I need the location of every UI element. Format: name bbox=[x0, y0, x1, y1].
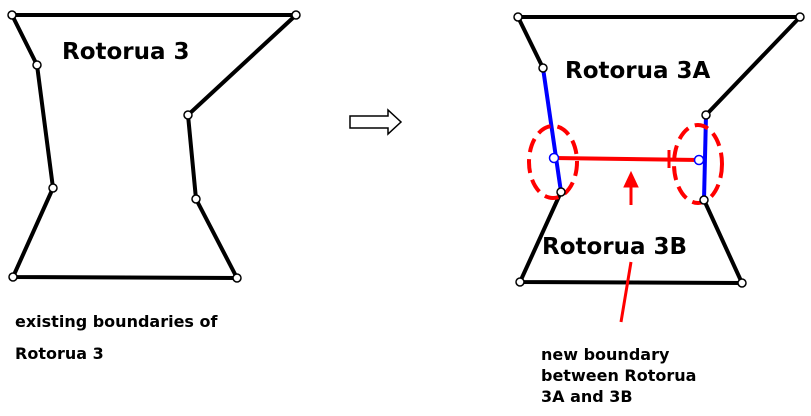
vertex bbox=[7, 10, 17, 20]
caption-line: new boundary bbox=[541, 345, 670, 364]
modified-boundary-left bbox=[541, 67, 563, 193]
highlight-ellipse-right bbox=[672, 123, 724, 205]
caption-new-boundary: new boundary between Rotorua 3A and 3B bbox=[541, 344, 696, 407]
caption-line: between Rotorua bbox=[541, 366, 697, 385]
vertex bbox=[701, 110, 711, 120]
region-label-rotorua-3b: Rotorua 3B bbox=[542, 234, 687, 260]
vertex bbox=[513, 12, 523, 22]
vertex bbox=[515, 277, 525, 287]
right-diagram: Rotorua 3A Rotorua 3B bbox=[513, 12, 805, 323]
region-label-rotorua-3: Rotorua 3 bbox=[62, 39, 190, 65]
new-vertex bbox=[548, 152, 560, 164]
vertex bbox=[48, 183, 58, 193]
vertex bbox=[795, 12, 805, 22]
existing-boundary-top bbox=[516, 15, 802, 117]
existing-boundary-bottom bbox=[518, 191, 744, 285]
right-arrow-icon bbox=[349, 108, 403, 136]
right-boundary-vertices bbox=[513, 12, 805, 288]
pointer-arrow-icon bbox=[623, 170, 639, 205]
vertex bbox=[556, 187, 566, 197]
new-vertex bbox=[693, 154, 705, 166]
vertex bbox=[32, 60, 42, 70]
vertex bbox=[538, 63, 548, 73]
vertex bbox=[191, 194, 201, 204]
caption-line: existing boundaries of bbox=[15, 312, 218, 331]
new-boundary-line bbox=[553, 156, 700, 162]
region-label-rotorua-3a: Rotorua 3A bbox=[565, 58, 711, 84]
caption-line: Rotorua 3 bbox=[15, 344, 104, 363]
caption-pointer-line bbox=[619, 261, 633, 323]
vertex bbox=[291, 10, 301, 20]
vertex bbox=[737, 278, 747, 288]
vertex bbox=[699, 195, 709, 205]
caption-line: 3A and 3B bbox=[541, 387, 633, 406]
vertex bbox=[183, 110, 193, 120]
highlight-ellipse-left bbox=[527, 124, 579, 200]
existing-boundary-vertices bbox=[7, 10, 301, 283]
left-diagram: Rotorua 3 bbox=[7, 10, 301, 283]
vertex bbox=[232, 273, 242, 283]
caption-existing-boundaries: existing boundaries of Rotorua 3 bbox=[15, 306, 217, 370]
vertex bbox=[8, 272, 18, 282]
